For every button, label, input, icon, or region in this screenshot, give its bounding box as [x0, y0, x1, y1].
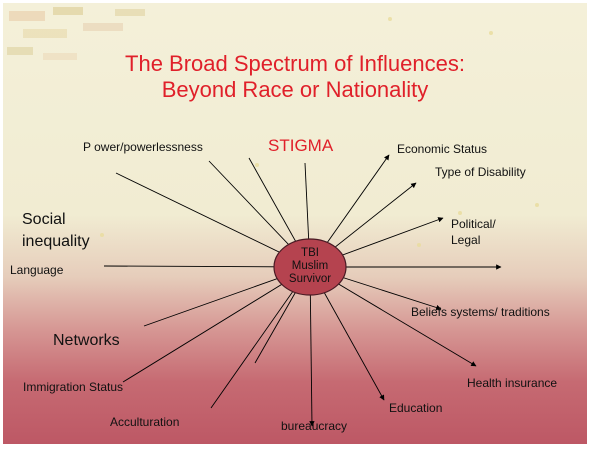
decorative-dot — [489, 31, 493, 35]
label-social-2: inequality — [22, 233, 90, 250]
label-economic: Economic Status — [397, 142, 488, 156]
line-immigration — [122, 266, 311, 383]
label-networks: Networks — [53, 332, 120, 349]
decorative-dot — [388, 17, 392, 21]
label-political-1: Political/ — [451, 217, 496, 231]
title-line-2: Beyond Race or Nationality — [161, 77, 429, 102]
influence-diagram — [103, 154, 502, 427]
label-beliefs: Beliefs systems/ traditions — [411, 305, 550, 319]
label-power: P ower/powerlessness — [83, 140, 203, 154]
decorative-dot — [255, 163, 259, 167]
slide-title: The Broad Spectrum of Influences: Beyond… — [3, 51, 587, 103]
label-social-1: Social — [22, 211, 66, 228]
decorative-dot — [100, 233, 104, 237]
decorative-dot — [417, 243, 421, 247]
label-stigma: STIGMA — [268, 136, 334, 155]
label-acculturation: Acculturation — [110, 415, 180, 429]
title-line-1: The Broad Spectrum of Influences: — [125, 51, 465, 76]
label-language: Language — [10, 263, 64, 277]
slide: The Broad Spectrum of Influences: Beyond… — [3, 3, 587, 444]
corner-pattern-decoration — [7, 7, 145, 60]
center-ellipse — [273, 238, 347, 296]
label-health: Health insurance — [467, 376, 558, 390]
label-immigration: Immigration Status — [23, 380, 124, 394]
decorative-dot — [535, 203, 539, 207]
center-node-label: TBI Muslim Survivor — [277, 247, 343, 286]
decorative-dot — [458, 211, 462, 215]
center-line-3: Survivor — [288, 273, 332, 285]
label-education: Education — [389, 401, 443, 415]
center-line-2: Muslim — [291, 260, 329, 272]
label-political-2: Legal — [451, 233, 481, 247]
center-line-1: TBI — [301, 247, 319, 259]
line-left-upper — [115, 172, 311, 268]
label-bureaucracy: bureaucracy — [281, 419, 348, 433]
label-disability: Type of Disability — [435, 165, 526, 179]
